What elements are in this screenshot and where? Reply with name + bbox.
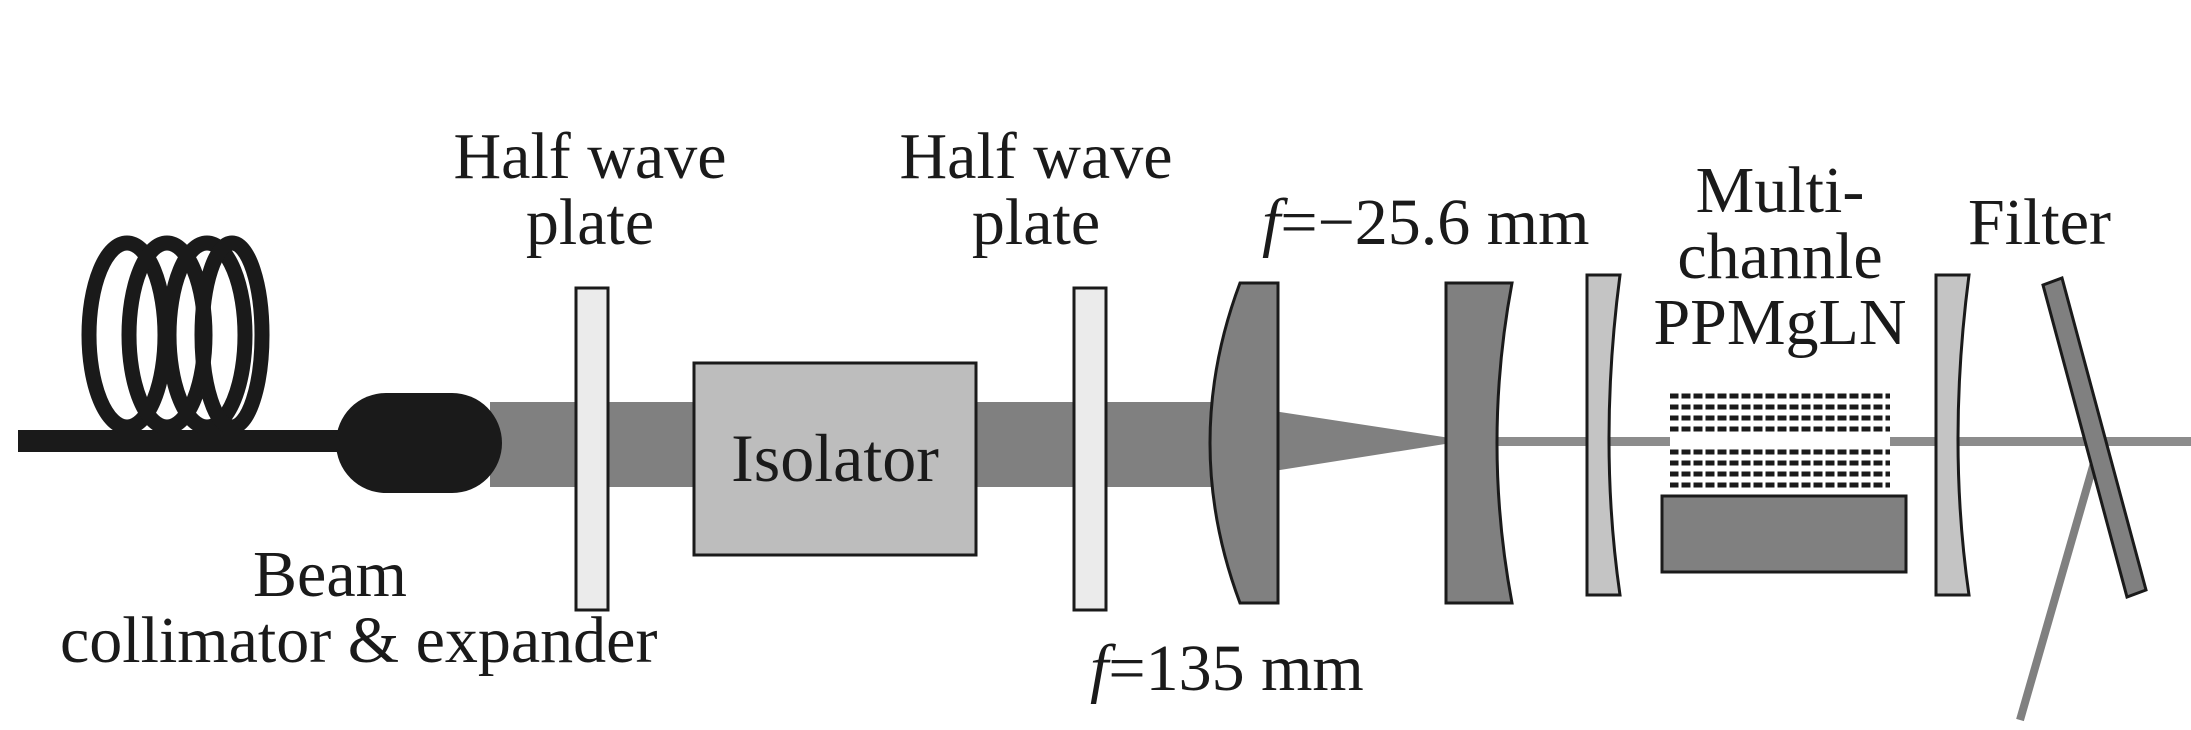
- beam-collimator: [336, 393, 502, 493]
- crystal-mount: [1660, 494, 1908, 574]
- lens-f135: [1208, 281, 1280, 605]
- label-lens-f135: f=135 mm: [1090, 632, 1364, 705]
- reflected-beam: [2016, 440, 2104, 722]
- cavity-mirror-2: [1934, 273, 1971, 597]
- fiber-coil-icon: [81, 235, 270, 435]
- label-isolator: Isolator: [731, 420, 939, 496]
- ppmgln-crystal: [1670, 392, 1890, 492]
- filter-plate: [2041, 276, 2148, 599]
- half-wave-plate-1: [574, 286, 610, 612]
- label-lens-f-25-6: f=−25.6 mm: [1262, 186, 1590, 259]
- half-wave-plate-2: [1072, 286, 1108, 612]
- lens-f-25-6: [1444, 281, 1514, 605]
- fiber-line: [18, 430, 348, 452]
- label-filter: Filter: [1968, 186, 2111, 259]
- cavity-mirror-1: [1585, 273, 1622, 597]
- isolator-box: [692, 361, 978, 557]
